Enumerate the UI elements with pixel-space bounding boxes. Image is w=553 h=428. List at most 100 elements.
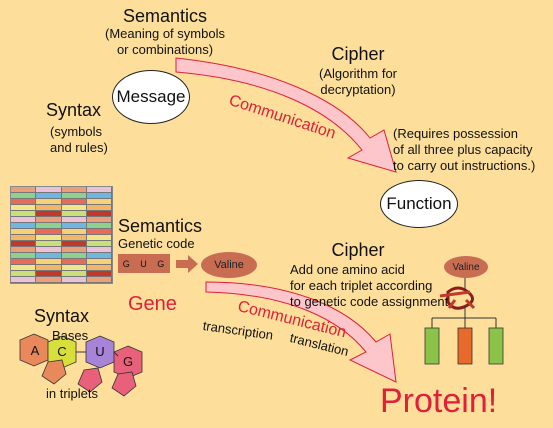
valine-label: Valine — [214, 259, 244, 271]
genetic-code-cell — [36, 187, 62, 193]
genetic-code-cell — [36, 271, 62, 277]
genetic-code-cell — [11, 223, 37, 229]
cipher-title: Cipher — [331, 44, 385, 64]
semantics-sub-2: or combinations) — [116, 42, 214, 57]
communication-arrow-bottom — [205, 281, 397, 383]
genetic-code-label: Genetic code — [118, 236, 195, 251]
genetic-code-cell — [36, 217, 62, 223]
requires-line-3: to carry out instructions.) — [393, 158, 536, 173]
semantics-sub-1: (Meaning of symbols — [105, 26, 225, 41]
genetic-code-cell — [11, 241, 37, 247]
genetic-code-cell — [36, 235, 62, 241]
genetic-code-cell — [11, 199, 37, 205]
cipher-bottom-line-3: to genetic code assignment — [290, 294, 449, 309]
requires-line-1: (Requires possession — [393, 126, 519, 141]
genetic-code-cell — [86, 187, 112, 193]
genetic-code-cell — [61, 235, 87, 241]
cipher-bottom-line-2: for each triplet according — [290, 278, 433, 293]
requires-line-2: of all three plus capacity — [393, 142, 533, 157]
base-u: U — [95, 344, 105, 359]
semantics-title-bottom: Semantics — [118, 216, 203, 236]
genetic-code-cell — [86, 229, 112, 235]
genetic-code-cell — [86, 223, 112, 229]
base-g: G — [122, 354, 134, 369]
genetic-code-cell — [61, 253, 87, 259]
genetic-code-cell — [11, 235, 37, 241]
genetic-code-cell — [86, 193, 112, 199]
syntax-title: Syntax — [46, 100, 102, 120]
genetic-code-cell — [11, 229, 37, 235]
codon-base-1: G — [122, 258, 131, 269]
function-label: Function — [386, 194, 452, 213]
genetic-code-cell — [61, 229, 87, 235]
genetic-code-table — [10, 186, 113, 284]
genetic-code-cell — [36, 265, 62, 271]
genetic-code-cell — [86, 253, 112, 259]
valine-oval: Valine — [201, 252, 257, 278]
small-arrow — [176, 255, 198, 273]
genetic-code-cell — [61, 187, 87, 193]
in-triplets-label: in triplets — [46, 386, 99, 401]
genetic-code-cell — [86, 211, 112, 217]
genetic-code-cell — [86, 277, 112, 283]
genetic-code-cell — [86, 247, 112, 253]
genetic-code-cell — [86, 259, 112, 265]
genetic-code-cell — [86, 265, 112, 271]
genetic-code-cell — [36, 223, 62, 229]
syntax-sub-1: (symbols — [50, 124, 103, 139]
valine-oval-2: Valine — [444, 256, 488, 278]
genetic-code-cell — [11, 265, 37, 271]
genetic-code-cell — [11, 211, 37, 217]
valine-label-2: Valine — [452, 261, 480, 273]
genetic-code-cell — [86, 235, 112, 241]
genetic-code-cell — [11, 253, 37, 259]
genetic-code-cell — [11, 277, 37, 283]
genetic-code-cell — [11, 259, 37, 265]
genetic-code-cell — [36, 241, 62, 247]
codon-base-2: U — [140, 258, 148, 269]
genetic-code-cell — [61, 277, 87, 283]
syntax-title-bottom: Syntax — [34, 306, 90, 326]
genetic-code-cell — [61, 193, 87, 199]
genetic-code-cell — [86, 205, 112, 211]
genetic-code-cell — [61, 265, 87, 271]
genetic-code-cell — [36, 211, 62, 217]
trna-icon — [424, 276, 504, 365]
codon-base-3: G — [157, 258, 166, 269]
genetic-code-cell — [61, 199, 87, 205]
genetic-code-cell — [61, 217, 87, 223]
bases-label: Bases — [52, 328, 89, 343]
genetic-code-cell — [11, 271, 37, 277]
genetic-code-cell — [11, 187, 37, 193]
genetic-code-cell — [11, 217, 37, 223]
cipher-title-bottom: Cipher — [331, 240, 385, 260]
genetic-code-cell — [61, 211, 87, 217]
cipher-bottom-line-1: Add one amino acid — [290, 262, 405, 277]
message-label: Message — [116, 87, 186, 106]
function-oval: Function — [380, 180, 458, 228]
cipher-sub-1: (Algorithm for — [318, 66, 398, 81]
genetic-code-cell — [36, 229, 62, 235]
genetic-code-cell — [86, 241, 112, 247]
genetic-code-cell — [36, 247, 62, 253]
genetic-code-cell — [36, 199, 62, 205]
codon-box: G U G — [118, 254, 170, 273]
genetic-code-cell — [36, 277, 62, 283]
genetic-code-cell — [11, 193, 37, 199]
message-oval: Message — [112, 70, 190, 124]
genetic-code-cell — [36, 193, 62, 199]
base-a: A — [30, 343, 40, 358]
genetic-code-cell — [86, 199, 112, 205]
base-c: C — [57, 344, 67, 359]
genetic-code-cell — [61, 241, 87, 247]
genetic-code-cell — [61, 259, 87, 265]
genetic-code-cell — [86, 217, 112, 223]
semantics-title: Semantics — [122, 6, 208, 26]
genetic-code-cell — [61, 247, 87, 253]
genetic-code-cell — [61, 205, 87, 211]
genetic-code-cell — [86, 271, 112, 277]
cipher-sub-2: decryptation) — [320, 82, 396, 97]
protein-label: Protein! — [380, 382, 498, 420]
syntax-sub-2: and rules) — [50, 140, 108, 155]
